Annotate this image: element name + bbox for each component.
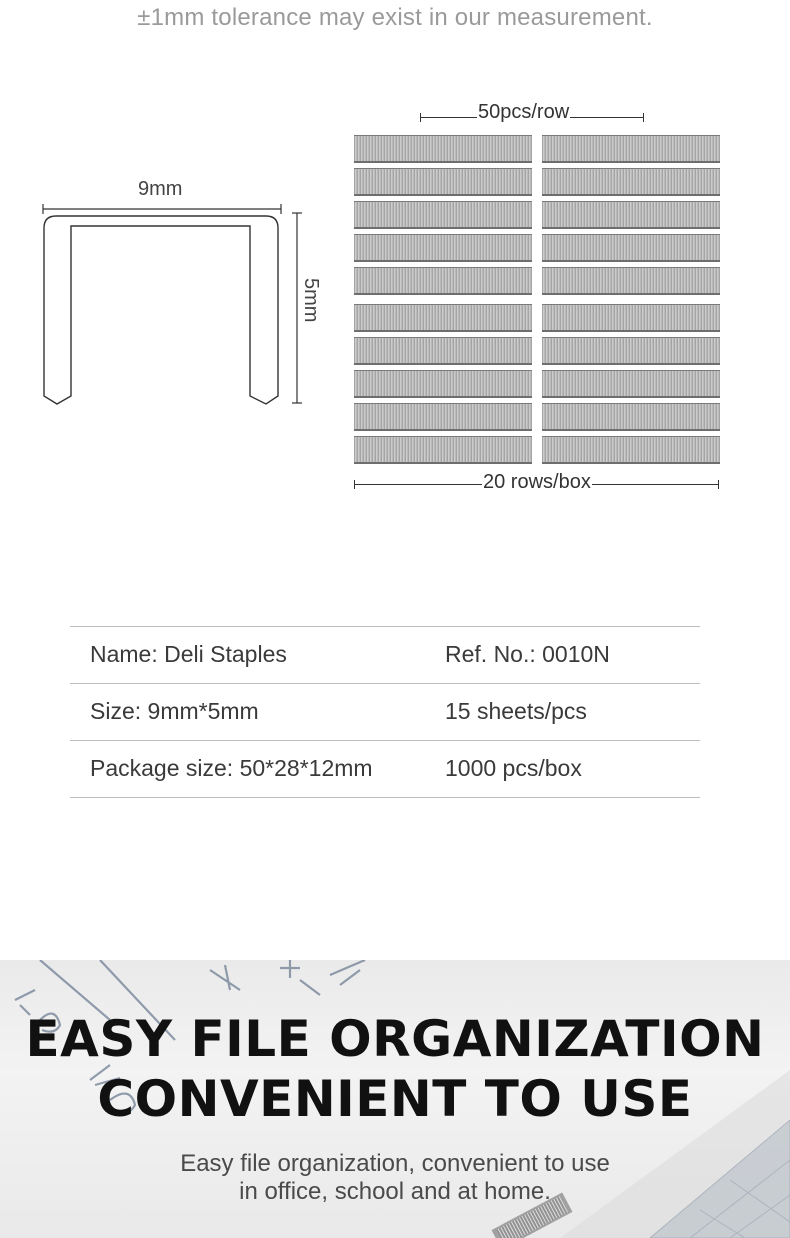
staple-strip — [354, 436, 532, 464]
staple-strip — [354, 337, 532, 365]
spec-pcs-per-box: 1000 pcs/box — [445, 755, 582, 781]
paper-background-image — [14, 960, 790, 1238]
staple-strip — [542, 403, 720, 431]
spec-size: Size: 9mm*5mm — [90, 698, 259, 724]
staple-strip — [542, 267, 720, 295]
staple-strip — [354, 370, 532, 398]
rows-per-box-label: 20 rows/box — [482, 471, 592, 494]
staple-strip — [542, 436, 720, 464]
spec-sheets: 15 sheets/pcs — [445, 698, 587, 724]
staple-strip — [542, 370, 720, 398]
spec-ref-no: Ref. No.: 0010N — [445, 641, 610, 667]
staple-strip — [354, 201, 532, 229]
table-row: Package size: 50*28*12mm 1000 pcs/box — [70, 740, 700, 798]
pcs-per-row-label: 50pcs/row — [477, 101, 571, 124]
staple-width-label: 9mm — [138, 178, 183, 200]
spec-package-size: Package size: 50*28*12mm — [90, 755, 373, 781]
table-row: Size: 9mm*5mm 15 sheets/pcs — [70, 683, 700, 740]
staple-strip — [542, 201, 720, 229]
spec-name: Name: Deli Staples — [90, 641, 287, 667]
staple-outline-icon — [42, 204, 302, 405]
staple-strip — [354, 304, 532, 332]
staple-strip — [542, 234, 720, 262]
banner-subtext-1: Easy file organization, convenient to us… — [180, 1150, 610, 1177]
staple-strip — [354, 234, 532, 262]
staple-strip — [542, 304, 720, 332]
headline-line-1: EASY FILE ORGANIZATION — [25, 1010, 765, 1068]
headline-line-2: CONVENIENT TO USE — [97, 1070, 693, 1128]
table-row: Name: Deli Staples Ref. No.: 0010N — [70, 626, 700, 683]
staple-strip — [354, 168, 532, 196]
staple-strip — [354, 267, 532, 295]
staple-strips-diagram: 50pcs/row 20 rows/box — [352, 100, 722, 500]
spec-table: Name: Deli Staples Ref. No.: 0010N Size:… — [70, 626, 700, 798]
staple-strip — [354, 403, 532, 431]
banner-subtext-2: in office, school and at home. — [239, 1178, 551, 1205]
staple-strip — [542, 337, 720, 365]
staple-strip — [542, 135, 720, 163]
staple-strip — [354, 135, 532, 163]
staple-strip — [542, 168, 720, 196]
promo-banner: EASY FILE ORGANIZATION CONVENIENT TO USE… — [0, 960, 790, 1238]
tolerance-note: ±1mm tolerance may exist in our measurem… — [137, 4, 653, 31]
